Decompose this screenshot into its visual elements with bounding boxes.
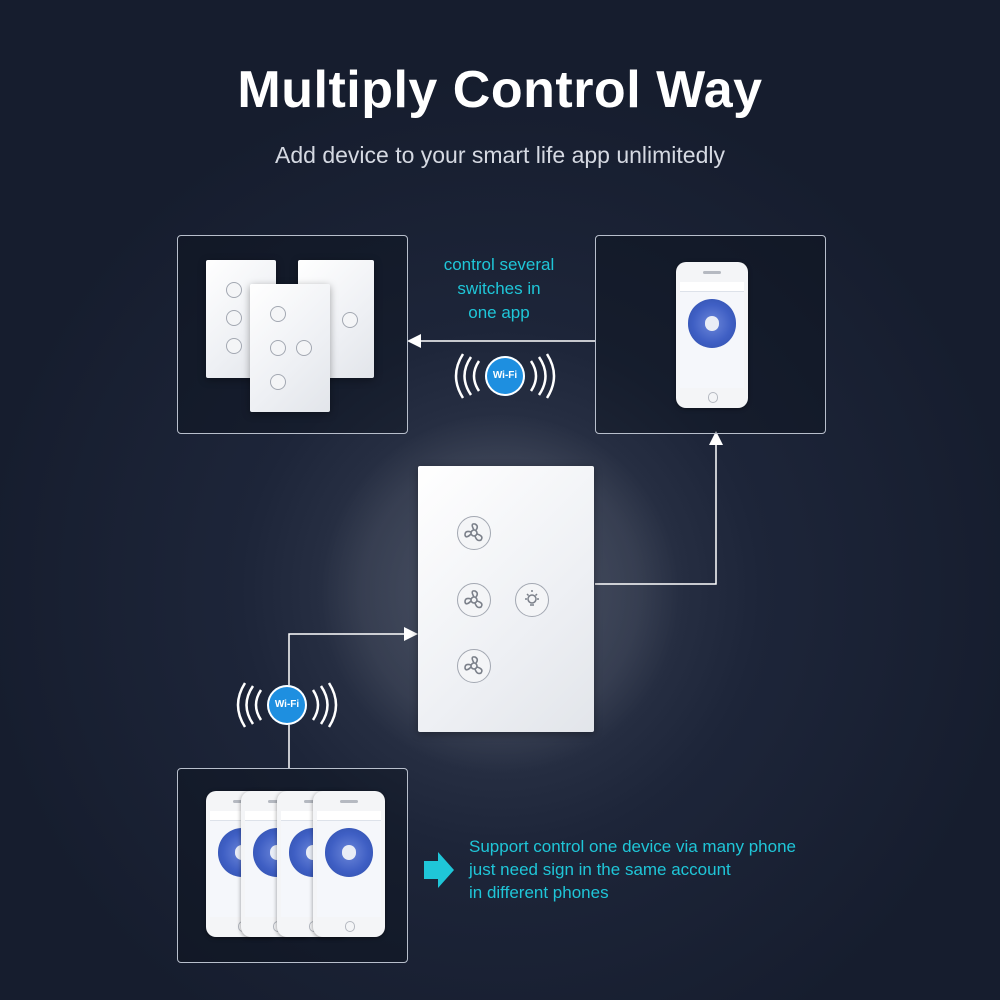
app-panel (595, 235, 826, 434)
triangle-arrow-icon (424, 852, 454, 888)
app-screen (680, 282, 744, 388)
switches-panel (177, 235, 408, 434)
note-line: Support control one device via many phon… (469, 837, 796, 856)
arrow-left-icon (407, 334, 421, 348)
light-icon (296, 340, 312, 356)
note-line: control several (443, 255, 555, 274)
phone-speaker (304, 799, 322, 803)
fan-icon (226, 282, 242, 298)
light-icon (515, 583, 549, 617)
wifi-badge: Wi-Fi (267, 685, 307, 725)
phones-panel (177, 768, 408, 963)
main-switch (418, 466, 594, 732)
arrow-up-icon (709, 431, 723, 445)
fan-control-dial (324, 828, 374, 877)
line-switch-to-app (595, 445, 717, 585)
fan-icon (226, 338, 242, 354)
wifi-signal-top: Wi-Fi (453, 353, 557, 399)
note-line: one app (468, 303, 530, 322)
phone-speaker (340, 799, 358, 803)
app-bar (317, 811, 381, 821)
home-button-icon (344, 921, 356, 932)
fan-icon (457, 649, 491, 683)
switch-front (250, 284, 330, 412)
wifi-signal-bottom: Wi-Fi (235, 682, 339, 728)
wifi-waves-icon (454, 353, 556, 399)
note-line: just need sign in the same account (469, 860, 731, 879)
fan-icon (457, 516, 491, 550)
note-line: in different phones (469, 883, 609, 902)
note-line: switches in (457, 279, 541, 298)
fan-icon (704, 316, 720, 331)
home-button-icon (707, 392, 719, 403)
fan-icon (270, 340, 286, 356)
phone (676, 262, 748, 408)
fan-icon (270, 374, 286, 390)
fan-icon (270, 306, 286, 322)
app-bar (680, 282, 744, 292)
fan-icon (457, 583, 491, 617)
phone-speaker (268, 799, 286, 803)
page-title: Multiply Control Way (237, 61, 763, 119)
wifi-waves-icon (236, 682, 338, 728)
phone-speaker (703, 270, 721, 274)
fan-icon (341, 845, 357, 860)
page-subtitle: Add device to your smart life app unlimi… (275, 142, 725, 168)
app-screen (317, 811, 381, 917)
note-several-switches: control several switches in one app (425, 253, 573, 325)
fan-icon (226, 310, 242, 326)
note-many-phones: Support control one device via many phon… (469, 835, 869, 904)
fan-control-dial (687, 299, 737, 348)
phone (313, 791, 385, 937)
arrow-right-icon (404, 627, 418, 641)
wifi-badge: Wi-Fi (485, 356, 525, 396)
light-icon (342, 312, 358, 328)
